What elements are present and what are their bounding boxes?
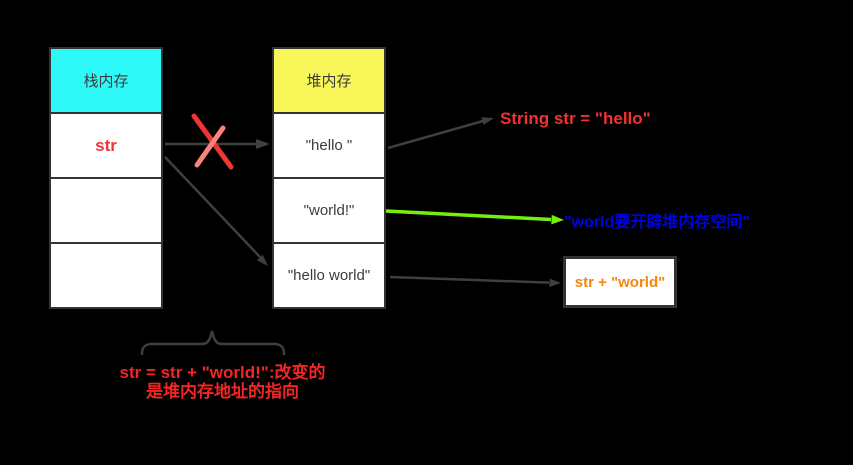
brace-note-line1: str = str + "world!":改变的: [119, 363, 326, 382]
brace-icon: [140, 330, 286, 356]
str-variable-label: str: [95, 135, 117, 155]
heap-world-label: "world!": [303, 202, 355, 219]
stack-cell-empty-1: [49, 177, 163, 244]
heap-memory-header: 堆内存: [272, 47, 386, 114]
brace-note: str = str + "world!":改变的 是堆内存地址的指向: [100, 363, 345, 401]
heap-cell-world: "world!": [272, 177, 386, 244]
heap-hello-label: "hello ": [305, 137, 353, 154]
heap-helloworld-label: "hello world": [287, 267, 371, 284]
stack-cell-str: str: [49, 112, 163, 179]
string-declaration-label: String str = "hello": [500, 109, 651, 128]
stack-cell-empty-2: [49, 242, 163, 309]
heap-cell-hello: "hello ": [272, 112, 386, 179]
arrow-str-to-hello: [165, 139, 270, 149]
world-heap-note-label: "world要开辟堆内存空间": [564, 214, 750, 231]
heap-memory-label: 堆内存: [306, 73, 352, 90]
crossout-x-icon: [191, 113, 234, 170]
arrow-helloworld-to-result: [389, 275, 561, 287]
arrow-world-to-note: [385, 209, 564, 225]
arrow-str-to-helloworld: [164, 156, 268, 266]
heap-cell-helloworld: "hello world": [272, 242, 386, 309]
result-expression-box: str + "world": [563, 256, 677, 308]
stack-memory-header: 栈内存: [49, 47, 163, 114]
stack-memory-label: 栈内存: [83, 73, 129, 90]
brace-note-line2: 是堆内存地址的指向: [146, 382, 299, 401]
arrow-hello-to-declaration: [387, 117, 494, 150]
result-expression-label: str + "world": [574, 273, 666, 291]
